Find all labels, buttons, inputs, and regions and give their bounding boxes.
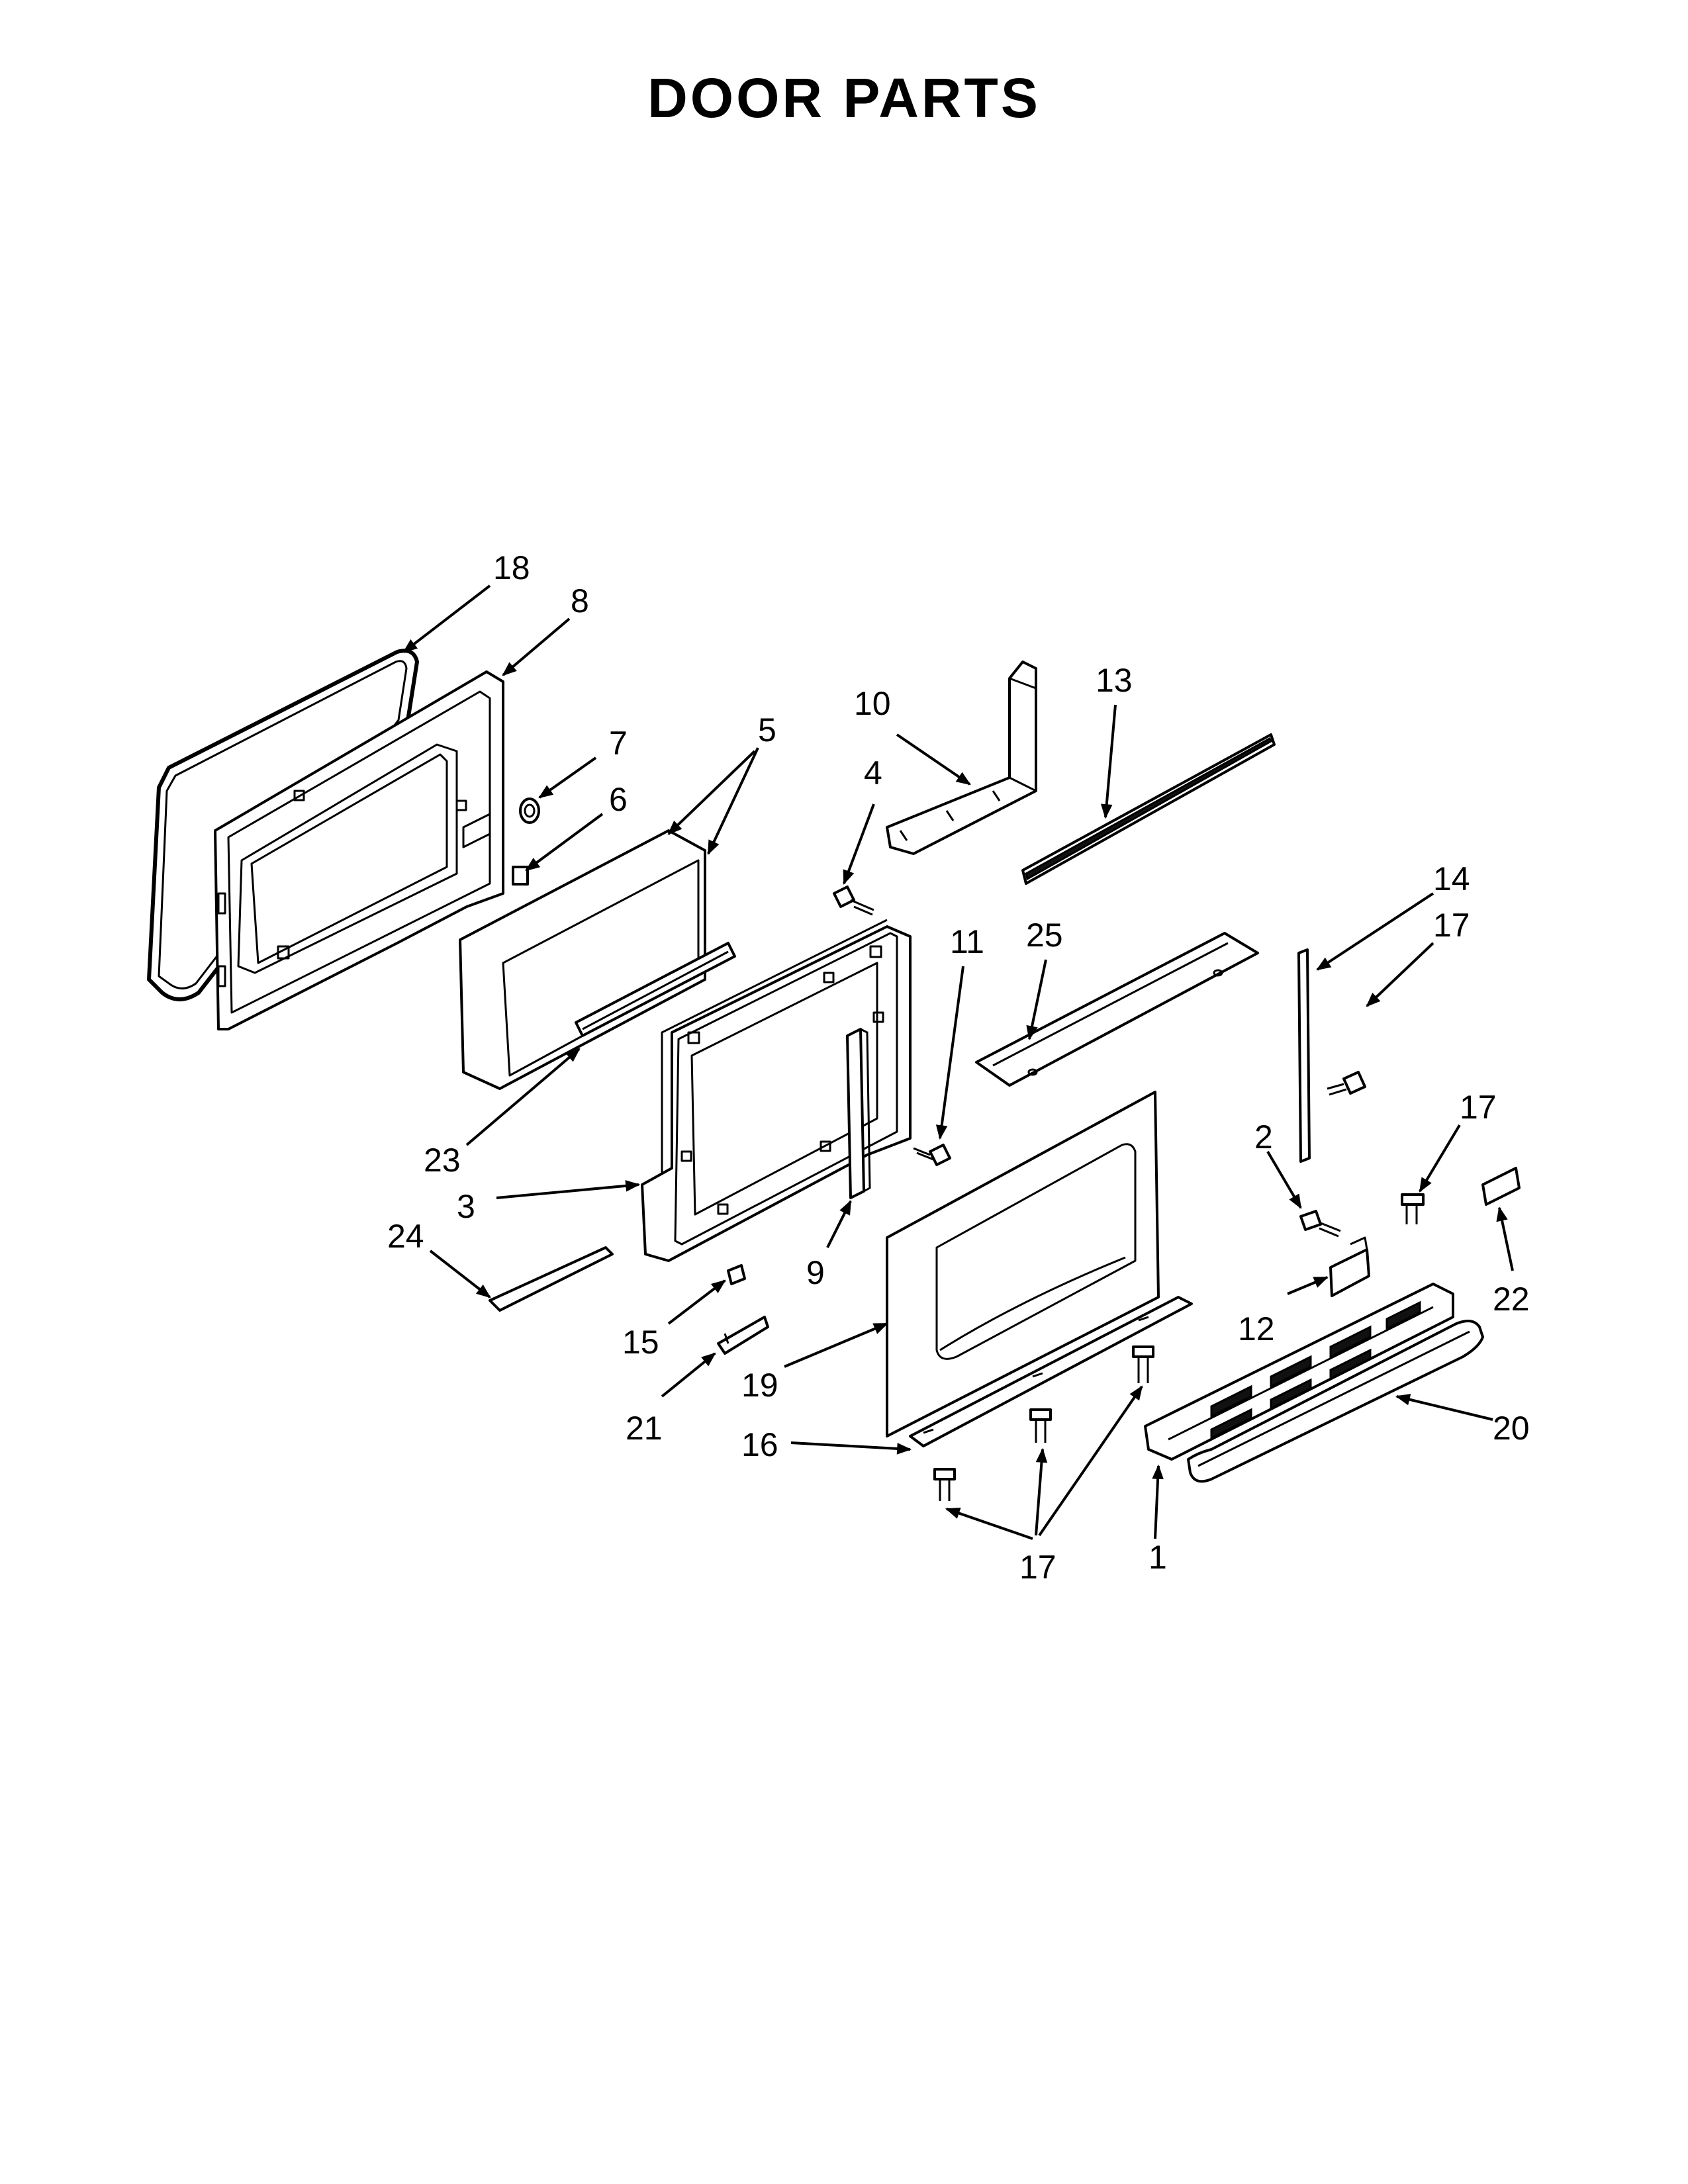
part-17-screw-low-2: [1029, 1408, 1052, 1443]
part-17-screw-right: [1327, 1071, 1366, 1096]
part-20-handle: [1187, 1320, 1484, 1483]
callout-24: 24: [387, 1218, 424, 1255]
part-7-bumper: [519, 797, 540, 824]
part-14-strip: [1297, 948, 1311, 1163]
callouts: 18 8 5 7 6 10 4 13 11 25 14 17 23 3 9 24…: [387, 549, 1530, 1586]
callout-5: 5: [758, 711, 776, 749]
callout-17-mid: 17: [1460, 1089, 1497, 1126]
callout-9: 9: [806, 1254, 825, 1291]
callout-3: 3: [457, 1188, 475, 1225]
part-13-strip: [1021, 733, 1276, 885]
callout-14: 14: [1433, 860, 1470, 897]
page-title: DOOR PARTS: [647, 67, 1041, 129]
part-4-screw: [833, 886, 874, 916]
part-19-outer-panel: [886, 1091, 1160, 1437]
part-1-vent-panel: [1144, 1283, 1454, 1461]
callout-4: 4: [864, 754, 882, 792]
part-10-vent-duct: [886, 660, 1037, 855]
part-23-retainer: [575, 942, 736, 1037]
part-15-clip: [727, 1264, 746, 1285]
part-24-strip: [489, 1246, 614, 1312]
part-16-bottom-trim: [909, 1296, 1193, 1447]
part-17-screw-low-3: [1132, 1345, 1154, 1383]
part-22-label: [1481, 1167, 1521, 1206]
callout-11: 11: [950, 923, 984, 960]
part-9-side-channel: [846, 1028, 871, 1199]
callout-25: 25: [1026, 917, 1063, 954]
leader-lines: [402, 584, 1514, 1540]
callout-2: 2: [1254, 1118, 1273, 1156]
callout-1: 1: [1149, 1539, 1167, 1576]
callout-7: 7: [609, 725, 628, 762]
callout-19: 19: [741, 1367, 778, 1404]
callout-22: 22: [1493, 1281, 1530, 1318]
callout-17-right: 17: [1433, 907, 1470, 944]
callout-17-bottom: 17: [1019, 1549, 1056, 1586]
part-21-bracket: [717, 1316, 769, 1355]
part-2-screw: [1299, 1210, 1341, 1238]
part-11-screw: [913, 1144, 951, 1166]
callout-6: 6: [609, 781, 628, 818]
callout-20: 20: [1493, 1410, 1530, 1447]
callout-15: 15: [622, 1324, 659, 1361]
callout-8: 8: [571, 582, 589, 619]
part-12-bracket: [1329, 1236, 1370, 1297]
part-17-screw-mid: [1401, 1193, 1425, 1224]
part-3-liner-frame: [641, 919, 912, 1262]
callout-18: 18: [493, 549, 530, 586]
callout-23: 23: [424, 1142, 461, 1179]
part-8-inner-door-frame: [214, 670, 504, 1030]
part-6-clip: [512, 866, 529, 886]
callout-21: 21: [626, 1410, 663, 1447]
callout-13: 13: [1096, 662, 1133, 699]
part-25-top-trim: [975, 932, 1259, 1087]
part-17-screw-low-1: [933, 1468, 956, 1501]
callout-16: 16: [741, 1426, 778, 1463]
callout-10: 10: [854, 685, 891, 722]
callout-12: 12: [1238, 1310, 1275, 1347]
